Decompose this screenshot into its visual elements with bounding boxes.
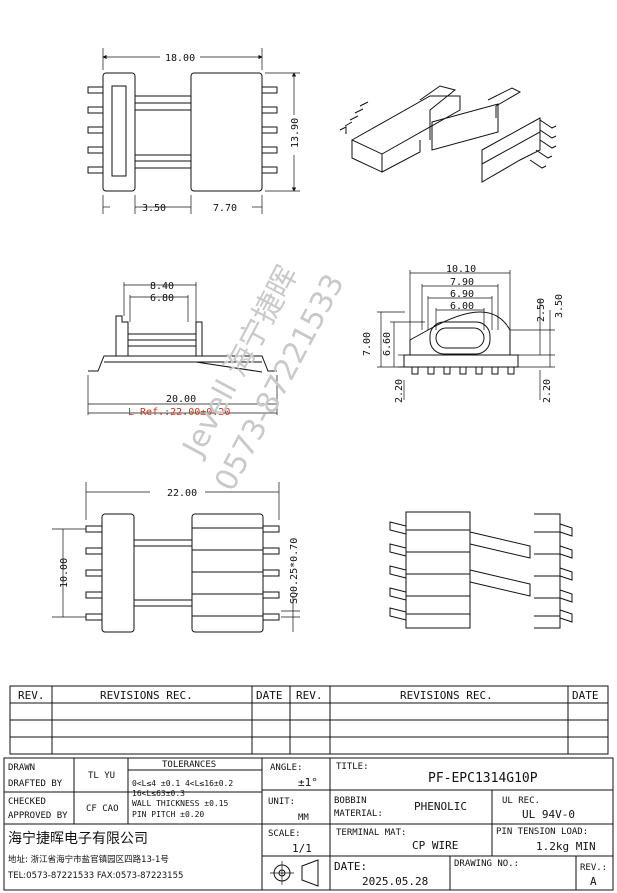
approved-label: APPROVED BY xyxy=(8,811,68,821)
top-view xyxy=(87,48,300,214)
side-view xyxy=(87,282,278,415)
dim-bottom-width: 22.00 xyxy=(167,488,197,499)
tolerance-line-1: 0<L≤4 ±0.1 4<L≤16±0.2 xyxy=(132,779,233,788)
dim-front-790: 7.90 xyxy=(450,277,474,288)
bobbin-label: BOBBIN xyxy=(334,796,367,806)
dim-top-width: 18.00 xyxy=(165,53,195,64)
approved-value: CF CAO xyxy=(86,804,119,814)
bobbin-value: PHENOLIC xyxy=(414,800,467,813)
dim-front-220-right: 2.20 xyxy=(542,379,553,403)
dim-top-left-width: 3.50 xyxy=(142,203,166,214)
date-label: DATE: xyxy=(334,860,367,873)
dim-front-350: 3.50 xyxy=(554,294,565,318)
revisions-table xyxy=(9,685,609,755)
front-view-pins xyxy=(411,367,515,375)
date-col-left: DATE xyxy=(256,689,283,702)
dim-top-height: 13.90 xyxy=(290,118,301,148)
tolerance-line-2: 16<L≤63±0.3 xyxy=(132,789,185,798)
drawing-no-label: DRAWING NO.: xyxy=(454,859,519,869)
dim-pin-size: SQ0.25*0.70 xyxy=(289,538,300,604)
dim-bottom-height: 10.00 xyxy=(59,558,70,588)
dim-side-width: 20.00 xyxy=(166,394,196,405)
top-view-pins-right xyxy=(261,86,278,174)
unit-label: UNIT: xyxy=(268,797,295,807)
title-value: PF-EPC1314G10P xyxy=(428,771,538,786)
rev-value: A xyxy=(590,875,597,888)
date-col-right: DATE xyxy=(572,689,599,702)
company-address: 地址: 浙江省海宁市盐官镇园区四路13-1号 xyxy=(8,854,169,865)
checked-label: CHECKED xyxy=(8,797,46,807)
iso-bottom-pins xyxy=(389,521,573,623)
bottom-view xyxy=(52,482,300,633)
dim-front-250: 2.50 xyxy=(536,298,547,322)
dim-front-700: 7.00 xyxy=(362,332,373,356)
dim-side-680: 6.80 xyxy=(150,293,174,304)
date-value: 2025.05.28 xyxy=(362,875,428,888)
front-view xyxy=(377,270,555,400)
iso-pins-right xyxy=(529,119,557,169)
isometric-view-bottom xyxy=(389,511,573,629)
tension-label: PIN TENSION LOAD: xyxy=(496,827,588,837)
title-label: TITLE: xyxy=(336,762,369,772)
isometric-view-top xyxy=(339,85,557,183)
dim-lref: L Ref.:22.00±0.20 xyxy=(128,407,230,418)
top-view-pins-left xyxy=(87,86,104,174)
angle-value: ±1° xyxy=(298,776,318,789)
terminal-label: TERMINAL MAT: xyxy=(336,828,406,838)
tolerances-label: TOLERANCES xyxy=(162,760,216,770)
scale-value: 1/1 xyxy=(292,842,312,855)
scale-label: SCALE: xyxy=(268,829,301,839)
unit-value: MM xyxy=(298,813,309,823)
rec-col-right: REVISIONS REC. xyxy=(400,689,493,702)
rec-col-left: REVISIONS REC. xyxy=(100,689,193,702)
dim-front-690: 6.90 xyxy=(450,289,474,300)
rev-col-right: REV. xyxy=(296,689,323,702)
angle-label: ANGLE: xyxy=(270,763,303,773)
drafted-label: DRAFTED BY xyxy=(8,779,63,789)
drawn-label: DRAWN xyxy=(8,763,35,773)
dim-front-220-left: 2.20 xyxy=(394,379,405,403)
dim-front-600: 6.00 xyxy=(450,301,474,312)
iso-pins-left xyxy=(339,101,369,134)
company-phone: TEL:0573-87221533 FAX:0573-87223155 xyxy=(7,871,183,881)
company-name: 海宁捷晖电子有限公司 xyxy=(8,830,148,847)
ul-label: UL REC. xyxy=(502,796,540,806)
ul-value: UL 94V-0 xyxy=(522,808,575,821)
tension-value: 1.2kg MIN xyxy=(536,840,596,853)
bottom-view-pins-right xyxy=(262,525,280,621)
dim-side-840: 8.40 xyxy=(150,281,174,292)
dim-front-660: 6.60 xyxy=(382,332,393,356)
tolerance-line-3: WALL THICKNESS ±0.15 xyxy=(132,799,229,808)
rev-col-left: REV. xyxy=(18,689,45,702)
dim-top-right-width: 7.70 xyxy=(213,203,237,214)
material-label: MATERIAL: xyxy=(334,809,383,819)
title-block xyxy=(3,757,614,891)
terminal-value: CP WIRE xyxy=(412,839,458,852)
rev-label: REV.: xyxy=(580,863,607,873)
drafted-value: TL YU xyxy=(88,771,115,781)
third-angle-projection-icon xyxy=(270,859,319,887)
dim-front-1010: 10.10 xyxy=(446,264,476,275)
tolerance-line-4: PIN PITCH ±0.20 xyxy=(132,810,204,819)
